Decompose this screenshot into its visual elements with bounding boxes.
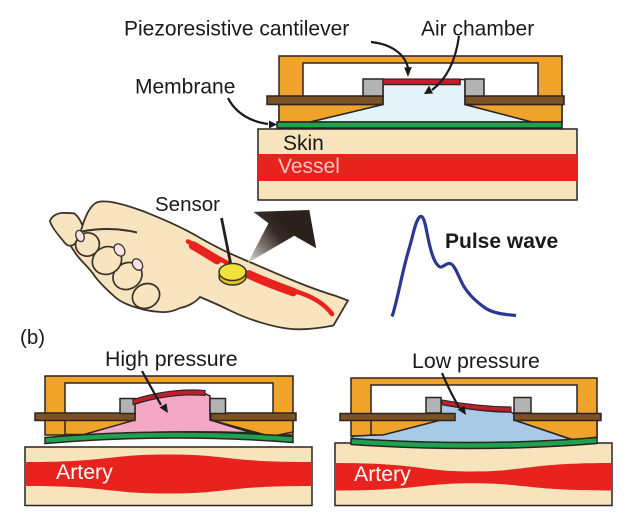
svg-text:(b): (b) (20, 326, 45, 349)
svg-text:Artery: Artery (354, 462, 411, 486)
svg-text:Pulse wave: Pulse wave (445, 230, 558, 253)
svg-text:High pressure: High pressure (105, 347, 238, 371)
svg-text:Artery: Artery (56, 460, 113, 484)
svg-text:Air chamber: Air chamber (421, 18, 534, 41)
svg-text:Vessel: Vessel (278, 155, 340, 178)
svg-text:Piezoresistive cantilever: Piezoresistive cantilever (124, 18, 349, 41)
svg-text:Low pressure: Low pressure (412, 349, 540, 373)
svg-text:Membrane: Membrane (135, 76, 235, 99)
svg-text:Skin: Skin (283, 132, 324, 155)
svg-text:Sensor: Sensor (155, 193, 220, 216)
